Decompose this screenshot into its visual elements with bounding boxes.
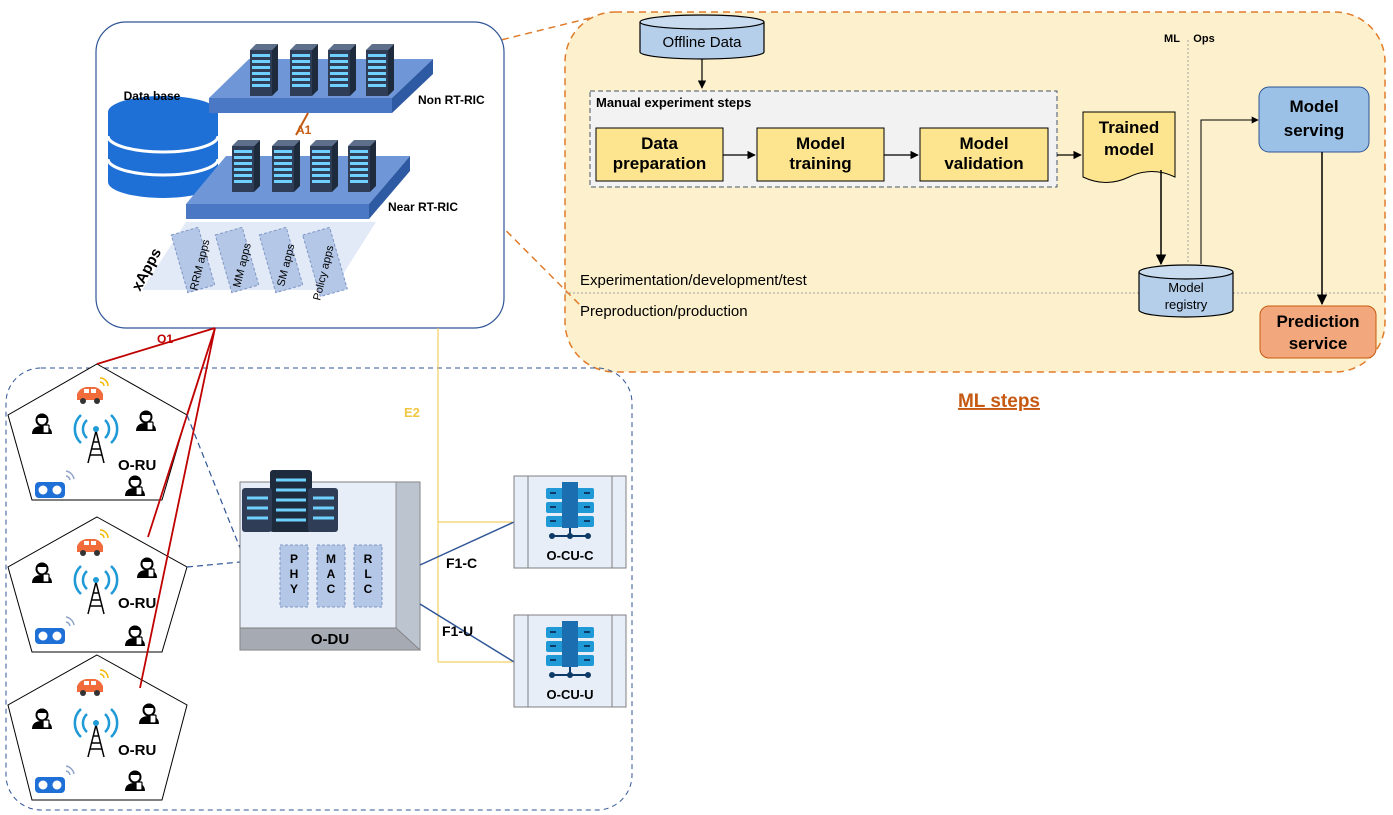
model-registry-cylinder bbox=[1138, 264, 1234, 318]
a1-link bbox=[295, 112, 309, 136]
trained-model-doc bbox=[1082, 111, 1176, 183]
arrow-registry-serving bbox=[1200, 116, 1259, 264]
oru-2-label: O-RU bbox=[118, 595, 156, 612]
ocu-u-box bbox=[513, 614, 627, 708]
oru-cell-3 bbox=[7, 654, 188, 801]
f1u-label: F1-U bbox=[442, 623, 473, 639]
oru-1-label: O-RU bbox=[118, 457, 156, 474]
preproduction-label: Preproduction/production bbox=[580, 303, 748, 320]
f1c-link bbox=[419, 521, 515, 566]
database-label: Data base bbox=[124, 89, 181, 103]
experimentation-label: Experimentation/development/test bbox=[580, 272, 808, 289]
database-icon bbox=[106, 96, 220, 198]
near-rt-ric-label: Near RT-RIC bbox=[388, 200, 458, 214]
ml-steps-caption: ML steps bbox=[958, 391, 1040, 412]
odu-layer-mac bbox=[316, 544, 346, 608]
non-rt-ric-label: Non RT-RIC bbox=[418, 93, 485, 107]
offline-data-label: Offline Data bbox=[663, 34, 743, 51]
ml-label: ML bbox=[1164, 33, 1180, 45]
oru-cell-2 bbox=[7, 516, 188, 653]
xapp-policy bbox=[302, 226, 348, 298]
o1-label: O1 bbox=[157, 332, 173, 346]
odu-layer-rlc bbox=[353, 544, 383, 608]
e2-label: E2 bbox=[404, 405, 420, 420]
o1-links bbox=[96, 327, 216, 689]
non-rt-ric-slab bbox=[209, 59, 433, 113]
ocu-u-label: O-CU-U bbox=[547, 687, 594, 702]
a1-label: A1 bbox=[296, 123, 312, 137]
ran-region bbox=[5, 367, 633, 811]
e2-link bbox=[437, 328, 512, 663]
xapp-mm bbox=[214, 226, 260, 294]
model-serving-box bbox=[1258, 86, 1370, 153]
xapp-rrm bbox=[170, 226, 216, 294]
prediction-service-box bbox=[1259, 305, 1377, 359]
oru-3-label: O-RU bbox=[118, 742, 156, 759]
ocu-c-box bbox=[513, 475, 627, 569]
ocu-c-label: O-CU-C bbox=[547, 548, 595, 563]
odu-layer-phy bbox=[279, 544, 309, 608]
odu-server-icon bbox=[242, 470, 338, 532]
f1c-label: F1-C bbox=[446, 555, 477, 571]
step-model-training bbox=[756, 127, 885, 182]
f1u-link bbox=[419, 603, 515, 663]
ops-label: Ops bbox=[1193, 33, 1214, 45]
fronthaul-links bbox=[186, 414, 241, 568]
oru-cell-1 bbox=[7, 363, 188, 501]
step-model-validation bbox=[919, 127, 1049, 182]
manual-steps-title: Manual experiment steps bbox=[596, 95, 751, 110]
odu-label: O-DU bbox=[311, 631, 349, 648]
